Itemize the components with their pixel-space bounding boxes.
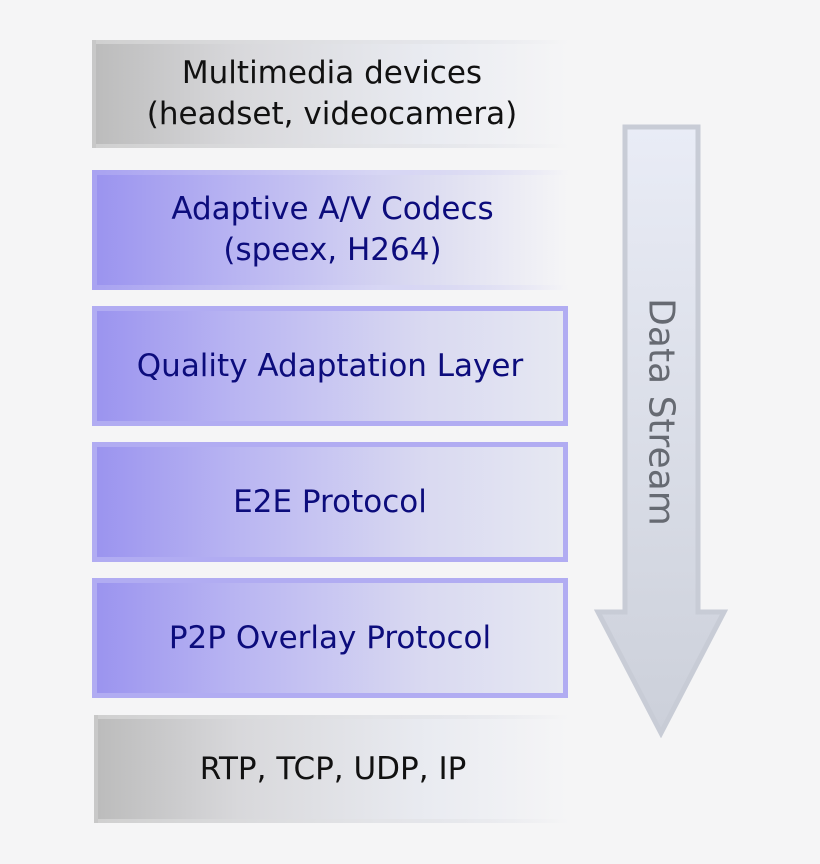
down-arrow-icon (593, 124, 729, 739)
layer-p2p-overlay: P2P Overlay Protocol (92, 578, 568, 698)
layer-e2e-protocol: E2E Protocol (92, 442, 568, 562)
layer-network-protocols: RTP, TCP, UDP, IP (94, 715, 568, 823)
layer-multimedia-devices: Multimedia devices (headset, videocamera… (92, 40, 568, 148)
layer-label: RTP, TCP, UDP, IP (199, 750, 467, 787)
layer-label: E2E Protocol (233, 483, 427, 520)
layer-adaptive-codecs: Adaptive A/V Codecs (speex, H264) (92, 170, 568, 290)
layer-label: Quality Adaptation Layer (136, 347, 524, 384)
data-stream-arrow (593, 124, 729, 739)
layer-label-line-1: Adaptive A/V Codecs (171, 191, 494, 227)
layer-label-line-2: (headset, videocamera) (146, 96, 518, 132)
layer-label: P2P Overlay Protocol (168, 619, 492, 656)
layer-quality-adaptation: Quality Adaptation Layer (92, 306, 568, 426)
layer-label-line-2: (speex, H264) (223, 232, 442, 268)
data-stream-label: Data Stream (640, 298, 682, 526)
arrow-shape (593, 124, 729, 739)
layer-label-line-1: Multimedia devices (181, 55, 483, 91)
